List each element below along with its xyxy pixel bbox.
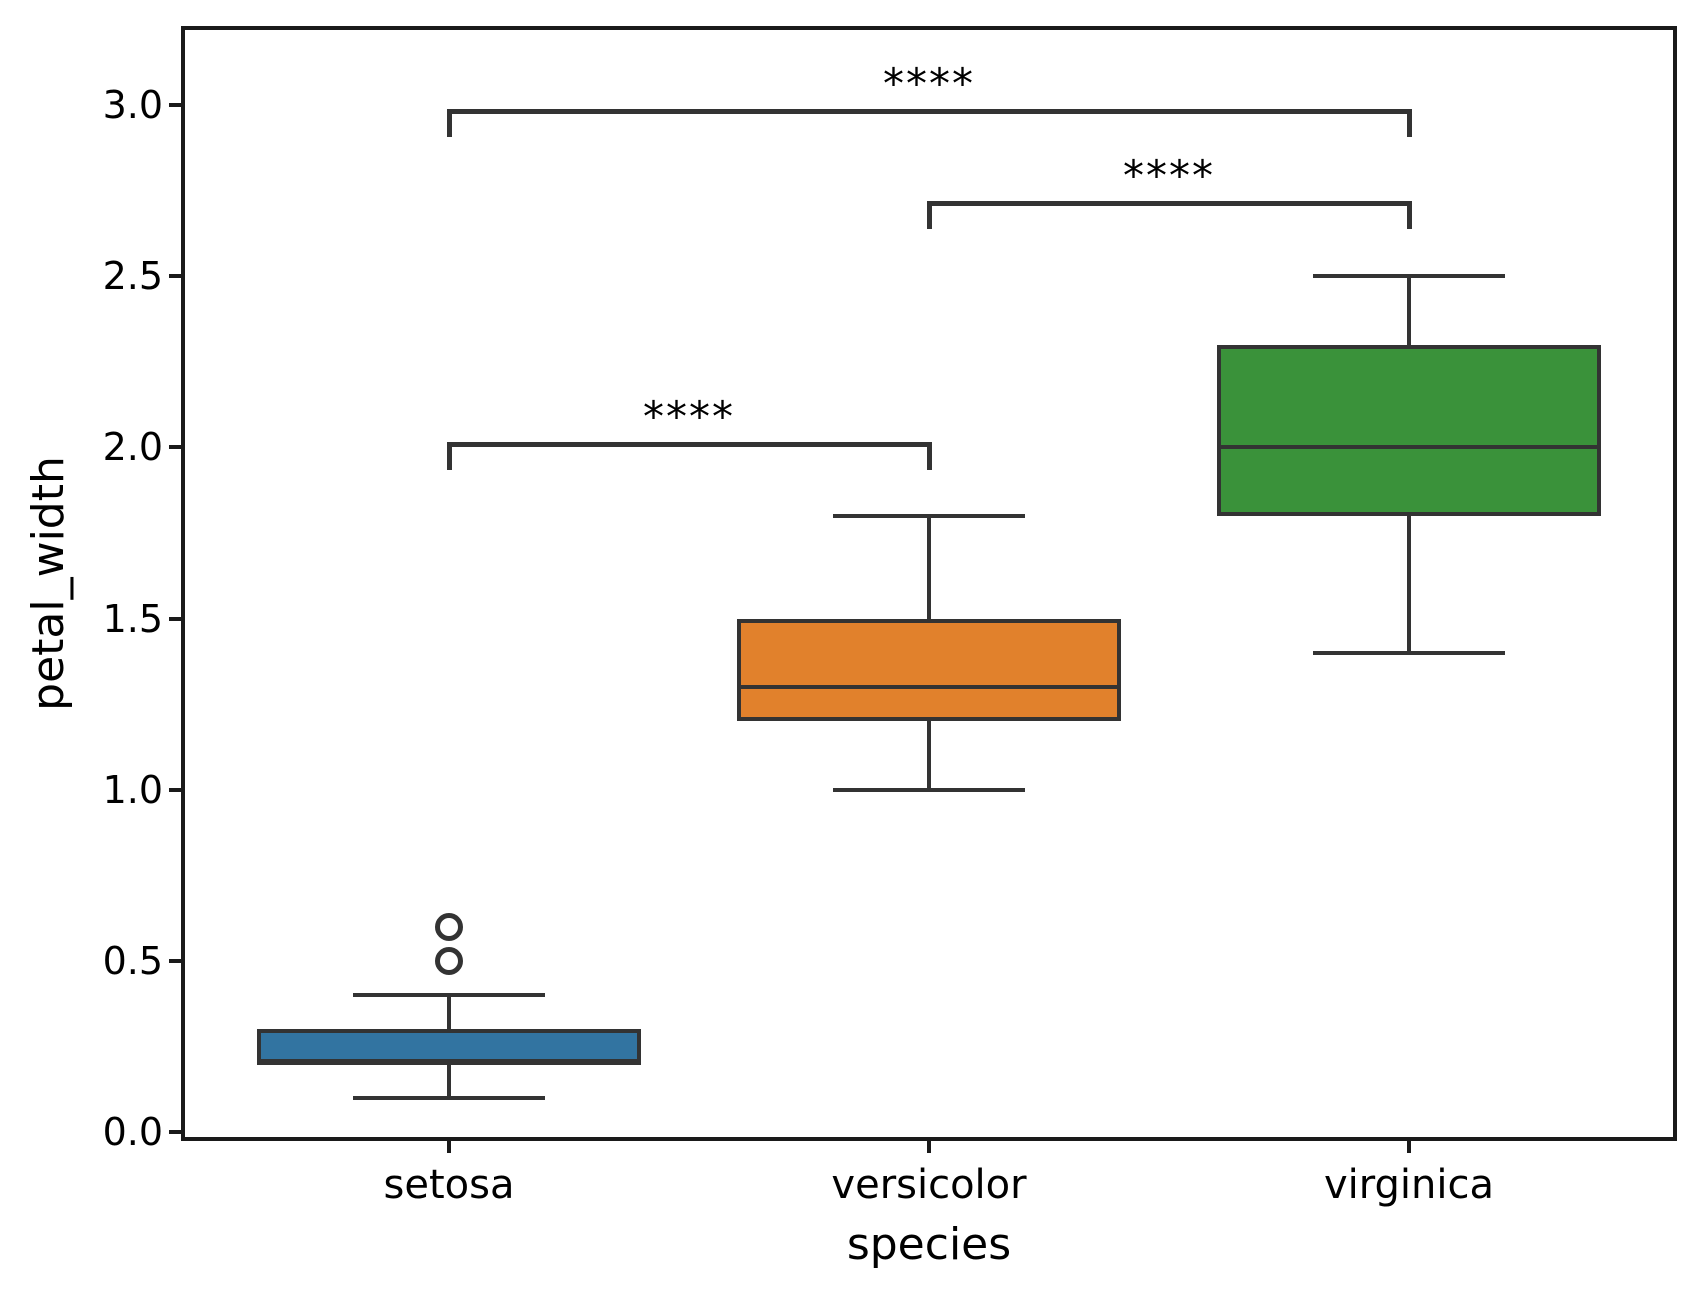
plot-area: petal_width species 0.0 0.5 1.0 1.5 2.0 2.5 3.…	[23, 26, 1677, 1270]
y-tick-label: 3.0	[102, 83, 163, 128]
y-tick-mark	[169, 274, 181, 279]
median-line-setosa	[257, 1061, 641, 1066]
y-tick-mark	[169, 616, 181, 621]
x-tick-mark	[447, 1141, 451, 1153]
y-tick-label: 2.0	[102, 425, 163, 470]
box-setosa	[257, 1029, 641, 1064]
whisker-cap-upper	[353, 992, 545, 997]
box-virginica	[1217, 344, 1601, 516]
box-versicolor	[737, 618, 1121, 722]
significance-bracket-tick-left	[446, 442, 452, 471]
y-tick-label: 1.5	[102, 596, 163, 641]
median-line-virginica	[1217, 445, 1601, 450]
significance-label: ****	[643, 392, 735, 442]
whisker-stem-lower	[927, 721, 931, 790]
whisker-stem-upper	[447, 994, 451, 1030]
significance-label: ****	[1123, 151, 1215, 201]
whisker-stem-lower	[1407, 515, 1411, 653]
x-tick-mark	[927, 1141, 931, 1153]
whisker-cap-upper	[1313, 274, 1505, 279]
x-tick-label-virginica: virginica	[1324, 1162, 1494, 1208]
significance-bracket-tick-right	[926, 442, 932, 471]
significance-bracket-tick-right	[1406, 201, 1412, 230]
whisker-cap-upper	[833, 513, 1025, 518]
whisker-cap-lower	[833, 787, 1025, 792]
y-tick-mark	[169, 958, 181, 963]
y-axis-label: petal_width	[22, 456, 74, 711]
y-tick-label: 0.5	[102, 938, 163, 983]
y-tick-mark	[169, 1129, 181, 1134]
whisker-cap-lower	[1313, 650, 1505, 655]
y-tick-label: 2.5	[102, 254, 163, 299]
significance-bracket-bar	[446, 442, 932, 448]
x-tick-label-versicolor: versicolor	[831, 1162, 1027, 1208]
significance-label: ****	[883, 58, 975, 108]
median-line-versicolor	[737, 685, 1121, 689]
y-tick-label: 1.0	[102, 767, 163, 812]
y-tick-mark	[169, 787, 181, 792]
significance-bracket-bar	[926, 201, 1412, 207]
significance-bracket-tick-left	[926, 201, 932, 230]
significance-bracket-tick-right	[1406, 108, 1412, 137]
significance-bracket-tick-left	[446, 108, 452, 137]
x-axis-label: species	[846, 1219, 1012, 1270]
whisker-stem-upper	[1407, 276, 1411, 345]
y-tick-mark	[169, 445, 181, 450]
y-tick-mark	[169, 103, 181, 108]
whisker-stem-lower	[447, 1063, 451, 1098]
outlier-point	[435, 912, 463, 941]
x-tick-label-setosa: setosa	[383, 1162, 515, 1208]
significance-bracket-bar	[446, 108, 1412, 114]
whisker-cap-lower	[353, 1095, 545, 1100]
outlier-point	[435, 946, 463, 975]
y-tick-label: 0.0	[102, 1109, 163, 1154]
whisker-stem-upper	[927, 515, 931, 619]
x-tick-mark	[1407, 1141, 1411, 1153]
